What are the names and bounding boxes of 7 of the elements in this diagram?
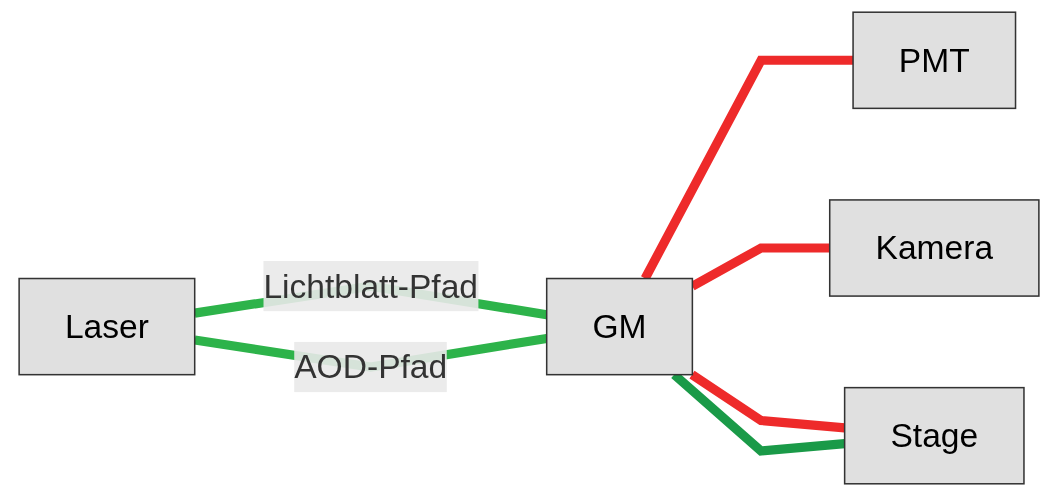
node-box: Laser xyxy=(18,277,196,376)
node-box: PMT xyxy=(852,11,1017,110)
node-box: Kamera xyxy=(828,199,1040,297)
edge-label: AOD-Pfad xyxy=(294,347,448,387)
node-box: Stage xyxy=(843,386,1025,485)
edge-label: Lichtblatt-Pfad xyxy=(263,267,479,306)
node-box: GM xyxy=(545,277,694,376)
